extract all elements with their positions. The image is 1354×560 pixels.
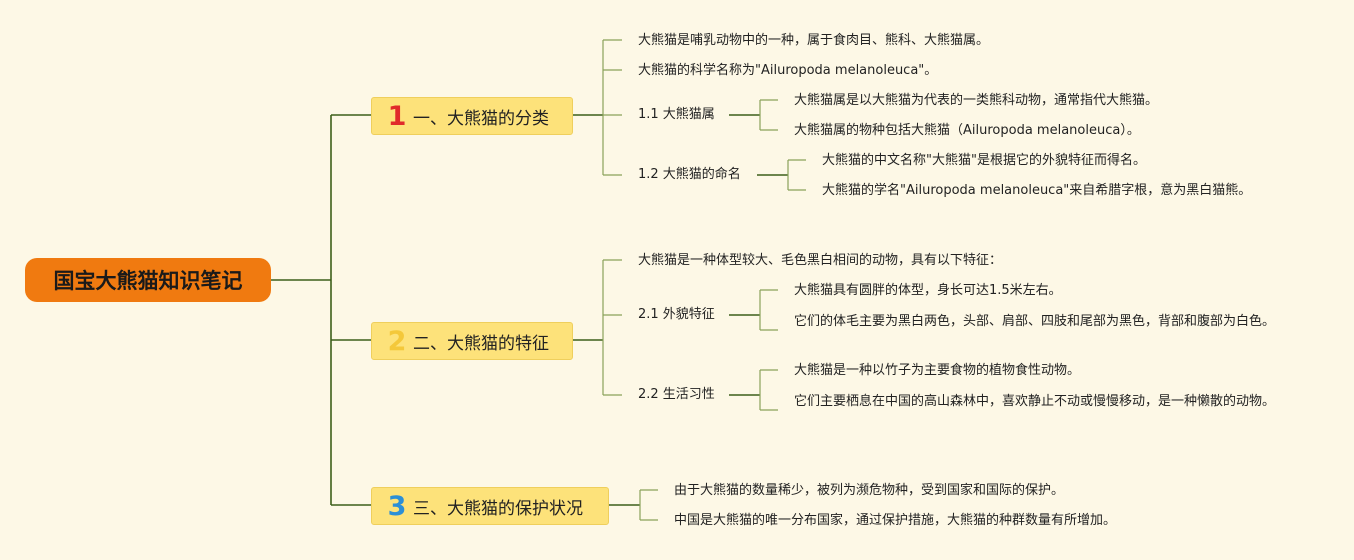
leaf-s12-1[interactable]: 大熊猫的中文名称"大熊猫"是根据它的外貌特征而得名。 bbox=[822, 153, 1146, 168]
leaf-s22-1[interactable]: 大熊猫是一种以竹子为主要食物的植物食性动物。 bbox=[794, 363, 1081, 378]
leaf-b2-1[interactable]: 大熊猫是一种体型较大、毛色黑白相间的动物，具有以下特征： bbox=[638, 253, 1003, 268]
leaf-s12-2[interactable]: 大熊猫的学名"Ailuropoda melanoleuca"来自希腊字根，意为黑… bbox=[822, 183, 1252, 198]
branch-protection[interactable]: 3 三、大熊猫的保护状况 bbox=[371, 487, 609, 525]
leaf-b3-1[interactable]: 由于大熊猫的数量稀少，被列为濒危物种，受到国家和国际的保护。 bbox=[674, 483, 1065, 498]
root-topic-label: 国宝大熊猫知识笔记 bbox=[53, 269, 243, 293]
root-topic[interactable]: 国宝大熊猫知识笔记 bbox=[25, 258, 271, 302]
leaf-s21-2[interactable]: 它们的体毛主要为黑白两色，头部、肩部、四肢和尾部为黑色，背部和腹部为白色。 bbox=[794, 314, 1276, 329]
branch-label: 二、大熊猫的特征 bbox=[413, 333, 549, 354]
subtopic-2-1[interactable]: 2.1 外貌特征 bbox=[638, 307, 715, 322]
subtopic-2-2[interactable]: 2.2 生活习性 bbox=[638, 387, 715, 402]
leaf-b3-2[interactable]: 中国是大熊猫的唯一分布国家，通过保护措施，大熊猫的种群数量有所增加。 bbox=[674, 513, 1117, 528]
subtopic-1-1[interactable]: 1.1 大熊猫属 bbox=[638, 107, 715, 122]
branch-label: 一、大熊猫的分类 bbox=[413, 108, 549, 129]
branch-features[interactable]: 2 二、大熊猫的特征 bbox=[371, 322, 573, 360]
leaf-s11-1[interactable]: 大熊猫属是以大熊猫为代表的一类熊科动物，通常指代大熊猫。 bbox=[794, 93, 1159, 108]
branch-label: 三、大熊猫的保护状况 bbox=[413, 498, 583, 519]
branch-classification[interactable]: 1 一、大熊猫的分类 bbox=[371, 97, 573, 135]
leaf-b1-1[interactable]: 大熊猫是哺乳动物中的一种，属于食肉目、熊科、大熊猫属。 bbox=[638, 33, 990, 48]
number-three-icon: 3 bbox=[387, 490, 407, 522]
leaf-b1-2[interactable]: 大熊猫的科学名称为"Ailuropoda melanoleuca"。 bbox=[638, 63, 938, 78]
leaf-s21-1[interactable]: 大熊猫具有圆胖的体型，身长可达1.5米左右。 bbox=[794, 283, 1062, 298]
number-one-icon: 1 bbox=[387, 100, 407, 132]
leaf-s22-2[interactable]: 它们主要栖息在中国的高山森林中，喜欢静止不动或慢慢移动，是一种懒散的动物。 bbox=[794, 394, 1276, 409]
subtopic-1-2[interactable]: 1.2 大熊猫的命名 bbox=[638, 167, 741, 182]
number-two-icon: 2 bbox=[387, 325, 407, 357]
leaf-s11-2[interactable]: 大熊猫属的物种包括大熊猫（Ailuropoda melanoleuca）。 bbox=[794, 123, 1140, 138]
